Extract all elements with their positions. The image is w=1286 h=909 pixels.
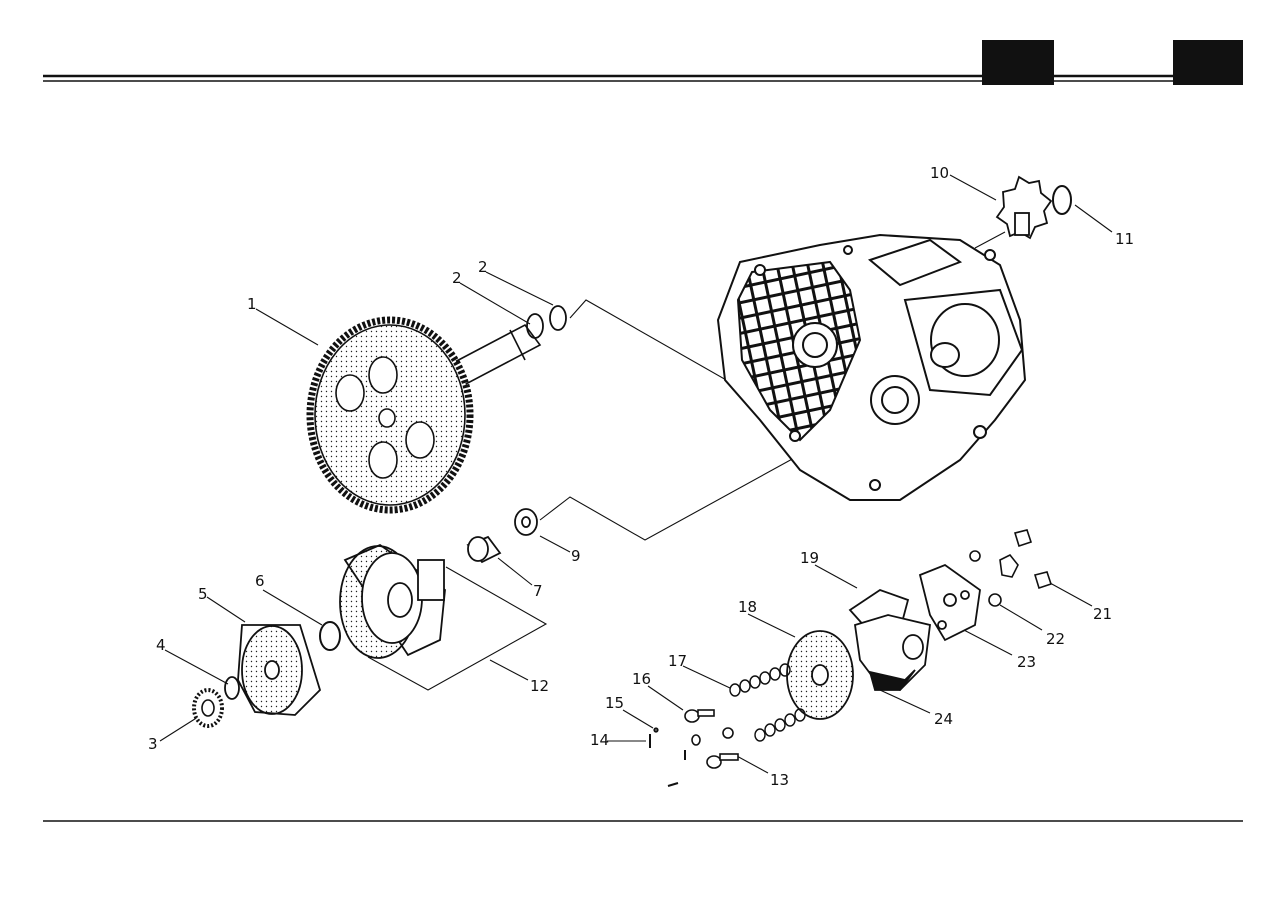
part-label-5: 5: [198, 585, 208, 603]
leader-17: [682, 665, 731, 689]
part-label-17: 17: [668, 652, 687, 670]
leader-13: [734, 754, 769, 774]
leader-5: [206, 596, 246, 623]
leader-9: [539, 535, 571, 553]
bush-7: [466, 535, 502, 564]
part-label-3: 3: [148, 735, 158, 753]
pins-14-15: [649, 727, 686, 787]
leader-24: [879, 689, 931, 714]
part-label-18: 18: [738, 598, 757, 616]
leader-16: [647, 685, 684, 711]
header-rule: [43, 74, 1243, 82]
leader-1: [255, 308, 319, 346]
nuts-bolts-21-22: [969, 529, 1053, 607]
part-label-19: 19: [800, 549, 819, 567]
washer-9: [514, 508, 538, 536]
carrier-plate-23: [918, 563, 981, 642]
circlip-4: [224, 676, 240, 700]
nut-3: [192, 688, 224, 728]
part-label-14: 14: [590, 731, 609, 749]
part-label-2b: 2: [478, 258, 488, 276]
crankcase-housing: [716, 233, 1027, 501]
washer-2b: [549, 305, 567, 331]
springs-17: [729, 663, 806, 742]
leader-12b: [489, 659, 529, 681]
part-label-6: 6: [255, 572, 265, 590]
leader-11: [1074, 204, 1113, 233]
leader-6: [262, 589, 323, 626]
leader-10: [949, 174, 997, 201]
leader-23: [959, 627, 1013, 656]
leader-19: [814, 564, 858, 589]
header-tab-left: [982, 40, 1054, 85]
part-label-16: 16: [632, 670, 651, 688]
washer-2a: [526, 313, 544, 339]
circlip-11: [1052, 185, 1072, 215]
leader-7: [497, 557, 533, 586]
part-label-23: 23: [1017, 653, 1036, 671]
clutch-bell: [339, 543, 446, 659]
part-label-11: 11: [1115, 230, 1134, 248]
leader-2-housing: [569, 299, 736, 386]
leader-15: [622, 709, 654, 729]
drive-sprocket: [995, 175, 1053, 240]
bolts-13-16: [684, 709, 739, 769]
part-label-7: 7: [533, 582, 543, 600]
part-label-12: 12: [530, 677, 549, 695]
header-tab-right: [1173, 40, 1243, 85]
leader-2b: [485, 271, 554, 306]
part-label-24: 24: [934, 710, 953, 728]
leader-2a: [459, 282, 531, 325]
clutch-shoes-19-24: [848, 589, 931, 692]
part-label-1: 1: [247, 295, 257, 313]
leader-4: [164, 649, 229, 685]
part-label-10: 10: [930, 164, 949, 182]
leader-12: [367, 566, 548, 691]
driven-gear-with-shaft: [306, 316, 542, 514]
leader-10b: [974, 231, 1006, 249]
leader-21: [1049, 582, 1093, 607]
part-label-4: 4: [156, 636, 166, 654]
part-label-15: 15: [605, 694, 624, 712]
clutch-disc-18: [786, 630, 854, 720]
part-label-21: 21: [1093, 605, 1112, 623]
part-label-9: 9: [571, 547, 581, 565]
washer-6: [319, 621, 341, 651]
part-label-13: 13: [770, 771, 789, 789]
leader-9-housing: [539, 451, 806, 541]
leader-22: [999, 604, 1043, 631]
leader-3: [159, 716, 199, 742]
part-label-2a: 2: [452, 269, 462, 287]
clutch-plate-5: [237, 624, 322, 716]
part-label-22: 22: [1046, 630, 1065, 648]
leader-lines: [159, 174, 1113, 774]
leader-18: [747, 613, 796, 638]
